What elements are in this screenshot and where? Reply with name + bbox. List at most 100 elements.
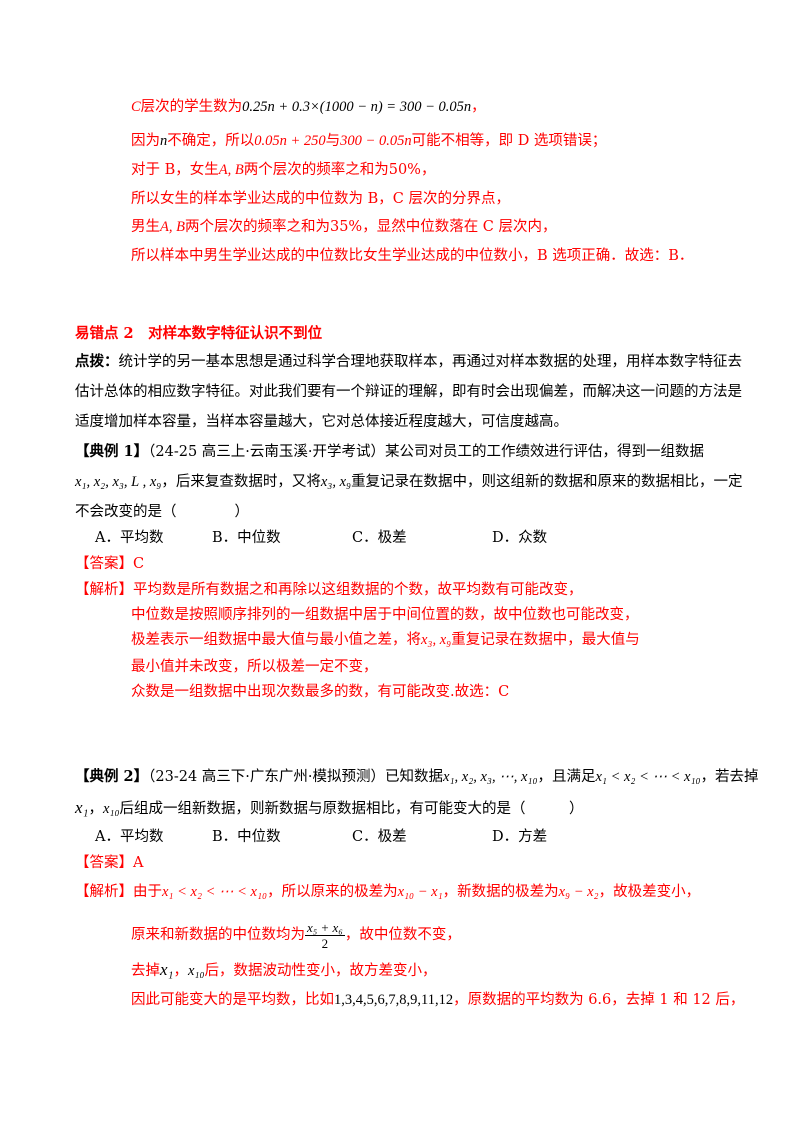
math-x1: x₁ bbox=[75, 798, 89, 817]
math-formula: 300 − 0.05n bbox=[340, 133, 412, 149]
ex1-analysis-5: 众数是一组数据中出现次数最多的数，有可能改变.故选：C bbox=[131, 684, 510, 700]
ex1-analysis-1: 【解析】平均数是所有数据之和再除以这组数据的个数，故平均数有可能改变， bbox=[75, 580, 583, 600]
tip-line-1: 点拨：统计学的另一基本思想是通过科学合理地获取样本，再通过对样本数据的处理，用样… bbox=[75, 352, 742, 372]
example-label: 【典例 2】 bbox=[75, 768, 149, 785]
math-formula: x₁₀ − x₁ bbox=[397, 884, 443, 900]
ex1-analysis-4: 最小值并未改变，所以极差一定不变， bbox=[131, 659, 378, 675]
text: ，新数据的极差为 bbox=[442, 884, 559, 900]
math-ab: A, B bbox=[160, 219, 185, 235]
ex2-line-2: x₁，x₁₀后组成一组新数据，则新数据与原数据相比，有可能变大的是（ ） bbox=[75, 798, 584, 819]
percent: 35% bbox=[329, 219, 363, 235]
math-formula: x₁ < x₂ < ⋯ < x₁₀ bbox=[595, 769, 701, 785]
top-line-2: 因为n不确定，所以0.05n + 250与300 − 0.05n可能不相等，即 … bbox=[131, 131, 606, 151]
math-formula: x₁, x₂, x₃, ⋯, x₁₀ bbox=[443, 769, 538, 785]
ex2-analysis-1: 【解析】由于x₁ < x₂ < ⋯ < x₁₀，所以原来的极差为x₁₀ − x₁… bbox=[75, 882, 700, 902]
analysis-label: 【解析】 bbox=[75, 884, 133, 900]
answer-label: 【答案】 bbox=[75, 556, 133, 572]
text: 两个层次的频率之和为 bbox=[243, 162, 389, 178]
text: 原来和新数据的中位数均为 bbox=[131, 927, 305, 943]
text: ，显然中位数落在 C 层次内， bbox=[362, 219, 557, 235]
text: 与 bbox=[325, 133, 341, 149]
text: 男生 bbox=[131, 219, 160, 235]
ex1-line-3: 不会改变的是（ ） bbox=[75, 504, 249, 520]
text: 极差表示一组数据中最大值与最小值之差，将 bbox=[131, 632, 421, 648]
ex2-answer: 【答案】A bbox=[75, 853, 143, 873]
text: ，且满足 bbox=[537, 769, 596, 785]
text: 层次的学生数为 bbox=[140, 99, 243, 115]
text: （23-24 高三下·广东广州·模拟预测）已知数据 bbox=[148, 769, 444, 785]
math-data-list: 1,3,4,5,6,7,8,9,11,12 bbox=[334, 992, 454, 1008]
ex1-option-c: C．极差 bbox=[352, 530, 407, 546]
ex1-analysis-2: 中位数是按照顺序排列的一组数据中居于中间位置的数，故中位数也可能改变， bbox=[131, 607, 639, 623]
analysis-label: 【解析】 bbox=[75, 582, 133, 598]
text: 后，数据波动性变小，故方差变小， bbox=[204, 963, 437, 979]
text: ，故中位数不变， bbox=[344, 927, 461, 943]
text: （24-25 高三上·云南玉溪·开学考试）某公司对员工的工作绩效进行评估，得到一… bbox=[148, 444, 705, 460]
text: 不确定，所以 bbox=[167, 133, 255, 149]
ex1-analysis-3: 极差表示一组数据中最大值与最小值之差，将x₃, x₉重复记录在数据中，最大值与 bbox=[131, 630, 640, 650]
text: ，若去掉 bbox=[700, 769, 759, 785]
math-formula: 0.05n + 250 bbox=[254, 133, 326, 149]
answer-value: C bbox=[133, 556, 145, 572]
math-formula: x₉ − x₂ bbox=[558, 884, 599, 900]
text: 重复记录在数据中，最大值与 bbox=[451, 632, 640, 648]
answer-label: 【答案】 bbox=[75, 855, 133, 871]
math-x10: x₁₀ bbox=[187, 963, 205, 979]
text: 因此可能变大的是平均数，比如 bbox=[131, 992, 334, 1008]
math-x10: x₁₀ bbox=[102, 801, 120, 817]
text: ， bbox=[471, 99, 486, 115]
math-formula: x₁ < x₂ < ⋯ < x₁₀ bbox=[162, 884, 268, 900]
ex2-line-1: 【典例 2】（23-24 高三下·广东广州·模拟预测）已知数据x₁, x₂, x… bbox=[75, 767, 759, 787]
math-c: C bbox=[131, 99, 141, 115]
section-title: 易错点 2 对样本数字特征认识不到位 bbox=[75, 325, 323, 342]
math-x1: x₁ bbox=[160, 960, 174, 979]
text: ， bbox=[88, 801, 103, 817]
ex1-option-d: D．众数 bbox=[492, 530, 548, 546]
top-line-3: 对于 B，女生A, B两个层次的频率之和为50%， bbox=[131, 160, 435, 180]
text: 平均数是所有数据之和再除以这组数据的个数，故平均数有可能改变， bbox=[133, 582, 583, 598]
text: 可能不相等，即 D 选项错误； bbox=[411, 133, 607, 149]
text: ， bbox=[420, 162, 436, 178]
math-formula: x₃, x₉ bbox=[421, 632, 452, 648]
text: 重复记录在数据中，则这组新的数据和原来的数据相比，一定 bbox=[351, 474, 743, 490]
tip-label: 点拨： bbox=[75, 353, 119, 370]
fraction-denominator: 2 bbox=[321, 935, 329, 951]
ex2-option-c: C．极差 bbox=[352, 829, 407, 845]
ex2-option-b: B．中位数 bbox=[212, 829, 281, 845]
percent: 50% bbox=[388, 162, 421, 178]
top-line-6: 所以样本中男生学业达成的中位数比女生学业达成的中位数小，B 选项正确．故选：B． bbox=[131, 248, 694, 264]
math-formula: x₁, x₂, x₃, L , x₉ bbox=[75, 474, 162, 490]
ex2-analysis-3: 去掉x₁，x₁₀后，数据波动性变小，故方差变小， bbox=[131, 960, 437, 981]
text: 统计学的另一基本思想是通过科学合理地获取样本，再通过对样本数据的处理，用样本数字… bbox=[118, 354, 743, 370]
math-formula: 0.25n + 0.3×(1000 − n) = 300 − 0.05n bbox=[242, 99, 472, 115]
text: ，原数据的平均数为 6.6，去掉 1 和 12 后， bbox=[453, 992, 745, 1008]
ex1-line-1: 【典例 1】（24-25 高三上·云南玉溪·开学考试）某公司对员工的工作绩效进行… bbox=[75, 442, 704, 462]
ex1-line-2: x₁, x₂, x₃, L , x₉，后来复查数据时，又将x₃, x₉重复记录在… bbox=[75, 472, 743, 492]
text: ， bbox=[173, 963, 188, 979]
text: ，后来复查数据时，又将 bbox=[161, 474, 321, 490]
text: 后组成一组新数据，则新数据与原数据相比，有可能变大的是（ ） bbox=[119, 801, 584, 817]
math-ab: A, B bbox=[218, 162, 244, 178]
top-line-4: 所以女生的样本学业达成的中位数为 B，C 层次的分界点， bbox=[131, 191, 510, 207]
text: 去掉 bbox=[131, 963, 160, 979]
ex1-option-b: B．中位数 bbox=[212, 530, 281, 546]
ex2-option-a: A．平均数 bbox=[95, 829, 164, 845]
top-line-5: 男生A, B两个层次的频率之和为35%，显然中位数落在 C 层次内， bbox=[131, 217, 557, 237]
ex1-option-a: A．平均数 bbox=[95, 530, 164, 546]
math-formula: x₃, x₉ bbox=[320, 474, 352, 490]
text: 对于 B，女生 bbox=[131, 162, 219, 178]
example-label: 【典例 1】 bbox=[75, 443, 149, 460]
tip-line-3: 适度增加样本容量，当样本容量越大，它对总体接近程度越大，可信度越高。 bbox=[75, 414, 568, 430]
ex1-answer: 【答案】C bbox=[75, 554, 144, 574]
ex2-analysis-4: 因此可能变大的是平均数，比如1,3,4,5,6,7,8,9,11,12，原数据的… bbox=[131, 990, 744, 1010]
math-n: n bbox=[160, 133, 168, 149]
text: 两个层次的频率之和为 bbox=[184, 219, 330, 235]
text: 由于 bbox=[133, 884, 162, 900]
text: ，故极差变小， bbox=[598, 884, 701, 900]
text: 因为 bbox=[131, 133, 160, 149]
text: ，所以原来的极差为 bbox=[267, 884, 398, 900]
fraction-numerator: x₅ + x₆ bbox=[305, 919, 345, 936]
tip-line-2: 估计总体的相应数字特征。对此我们要有一个辩证的理解，即有时会出现偏差，而解决这一… bbox=[75, 384, 742, 400]
